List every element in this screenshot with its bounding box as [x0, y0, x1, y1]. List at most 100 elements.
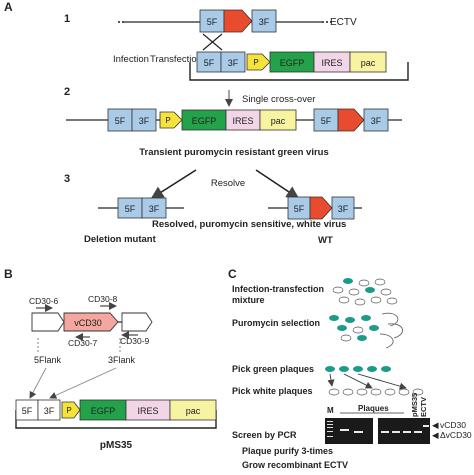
step-grow-label: Grow recombinant ECTV: [242, 460, 348, 470]
int2-3f-text: 3F: [371, 116, 382, 126]
int-ires-text: IRES: [232, 116, 253, 126]
int-pac-box: [259, 109, 297, 131]
ectv-5f-text: 5F: [207, 17, 218, 27]
gel-right-bands: [381, 425, 429, 433]
step-plaque-purify-label: Plaque purify 3-times: [242, 446, 333, 456]
plasmid1-egfp-text: EGFP: [280, 58, 305, 68]
int-5f-text: 5F: [115, 116, 126, 126]
del-3f-text: 3F: [149, 204, 160, 214]
wt-3f-box: [331, 196, 355, 220]
transfection-label: Transfection: [150, 54, 202, 65]
plasmid1-pac-text: pac: [361, 58, 376, 68]
ectv-3f-box: [251, 9, 277, 33]
gel-ectv-label: ECTV: [419, 397, 428, 417]
pms35-3f-text: 3F: [44, 406, 55, 416]
wt-label: WT: [318, 235, 333, 246]
ectv-label: ECTV: [330, 17, 357, 28]
int-p-text: P: [165, 116, 170, 125]
wt-3f-text: 3F: [338, 204, 349, 214]
pms35-5f-text: 5F: [22, 406, 33, 416]
primer-cd30-7-label: CD30-7: [68, 338, 98, 348]
pick-arrow-2: [343, 373, 373, 389]
left-flank-orf-arrow: [31, 312, 65, 332]
white-plaque-row: [328, 388, 424, 396]
step-puromycin-label: Puromycin selection: [232, 318, 320, 328]
gel-vcd30-marker: ◀: [432, 420, 439, 430]
crossover-x: [202, 33, 223, 51]
del-3f-box: [141, 197, 167, 219]
step-3-label: 3: [64, 173, 70, 185]
pms35-3f-box: [37, 399, 61, 421]
pms35-pac-box: [169, 399, 217, 421]
primer-cd30-9-label: CD30-9: [120, 336, 150, 346]
pms35-label: pMS35: [100, 440, 133, 451]
step-mixture-label-1: Infection-transfection: [232, 284, 324, 294]
pms35-ires-text: IRES: [137, 406, 158, 416]
ectv-vcd30-red-arrow: [223, 9, 253, 33]
step-2-label: 2: [64, 86, 70, 98]
pick-arrow-1: [327, 373, 335, 387]
pms35-promoter: [61, 401, 81, 419]
flank3-label: 3Flank: [108, 355, 136, 365]
int2-5f-text: 5F: [321, 116, 332, 126]
resolved-virus-label: Resolved, puromycin sensitive, white vir…: [152, 219, 346, 230]
pms35-egfp-text: EGFP: [91, 406, 116, 416]
step-pick-green-label: Pick green plaques: [232, 364, 314, 374]
right-flank-orf-arrow: [121, 312, 153, 332]
resolve-label: Resolve: [211, 178, 245, 189]
int-vcd30-red-arrow: [337, 108, 365, 132]
primer-cd30-6-label: CD30-6: [29, 296, 59, 306]
resolve-right-arrow: [255, 169, 300, 199]
pms35-p-text: P: [66, 406, 71, 415]
selection-plaques: [329, 312, 403, 349]
step-1-label: 1: [64, 13, 70, 25]
single-crossover-label: Single cross-over: [242, 94, 315, 105]
flank5-to-plasmid-arrow: [29, 367, 47, 399]
plasmid1-p-text: P: [253, 58, 258, 67]
int-3f-text: 3F: [139, 116, 150, 126]
resolve-left-arrow: [150, 169, 197, 199]
panel-c-label: C: [228, 267, 237, 281]
pick-arrow-3: [357, 373, 407, 390]
del-5f-text: 5F: [125, 204, 136, 214]
gel-dvcd30-label: ΔvCD30: [440, 430, 472, 440]
gel-left-bands: [327, 421, 363, 437]
plasmid1-pac-box: [349, 51, 387, 73]
vcd30-label: vCD30: [74, 318, 102, 328]
primer-cd30-8-label: CD30-8: [88, 294, 118, 304]
green-plaque-row: [325, 366, 391, 372]
flank3-to-plasmid-arrow: [49, 367, 117, 399]
infection-label: Infection: [113, 54, 149, 65]
gel-dvcd30-marker: ◀: [432, 430, 439, 440]
wt-5f-text: 5F: [294, 204, 305, 214]
panel-a-label: A: [4, 0, 13, 14]
int2-3f-box: [363, 108, 389, 132]
int-egfp-text: EGFP: [192, 116, 217, 126]
flank5-label: 5Flank: [34, 355, 62, 365]
plasmid1-3f-box: [220, 51, 246, 73]
step-screen-pcr-label: Screen by PCR: [232, 430, 297, 440]
int-3f-box: [131, 108, 157, 132]
plasmid1-ires-text: IRES: [321, 58, 342, 68]
panel-b-label: B: [4, 267, 13, 281]
plasmid1-promoter: [246, 53, 271, 71]
transient-virus-label: Transient puromycin resistant green viru…: [139, 147, 329, 158]
gel-pms35-label: pMS35: [410, 393, 419, 417]
step-mixture-label-2: mixture: [232, 295, 265, 305]
int-promoter: [159, 111, 183, 129]
plasmid-backbone-1: [189, 62, 409, 81]
gel-vcd30-label: vCD30: [440, 420, 466, 430]
wt-vcd30-red-arrow: [309, 196, 333, 220]
pms35-pac-text: pac: [186, 406, 201, 416]
mixture-plaques: [332, 278, 398, 306]
ectv-3f-text: 3F: [259, 17, 270, 27]
vcd30-orf-arrow: [63, 312, 119, 332]
plasmid1-5f-text: 5F: [204, 58, 215, 68]
int-pac-text: pac: [271, 116, 286, 126]
plasmid1-3f-text: 3F: [228, 58, 239, 68]
gel-lane-m-label: M: [327, 406, 334, 415]
step-pick-white-label: Pick white plaques: [232, 386, 313, 396]
deletion-mutant-label: Deletion mutant: [84, 234, 157, 245]
gel-plaques-label: Plaques: [358, 404, 389, 413]
